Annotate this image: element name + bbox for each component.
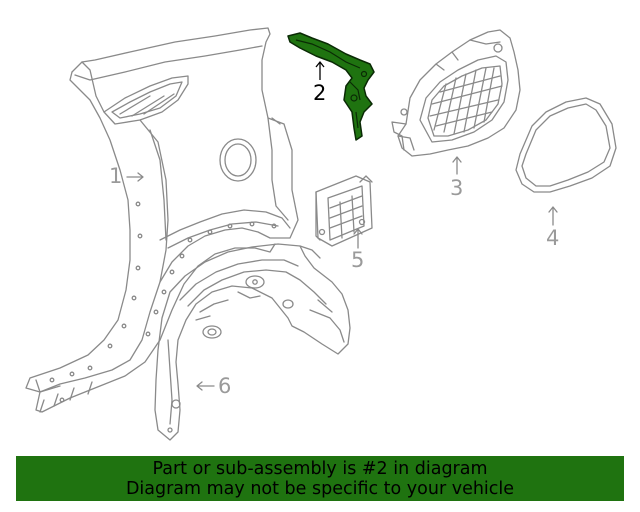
callout-4: 4	[546, 226, 560, 250]
leader-lines	[126, 156, 558, 391]
banner-line-part: Part or sub-assembly is #2 in diagram	[152, 459, 488, 479]
callout-2: 2	[313, 81, 327, 105]
callout-1: 1	[109, 164, 123, 188]
quarter-panel-drawing	[25, 27, 299, 413]
callout-5: 5	[351, 248, 365, 272]
info-banner: Part or sub-assembly is #2 in diagram Di…	[16, 456, 624, 501]
banner-line-disclaimer: Diagram may not be specific to your vehi…	[125, 479, 515, 499]
callout-3: 3	[450, 176, 464, 200]
extension-bracket-drawing	[287, 32, 375, 141]
fuel-door-drawing	[515, 97, 617, 193]
fuel-filler-housing-drawing	[391, 29, 521, 157]
air-vent-drawing	[315, 175, 373, 247]
callout-6: 6	[218, 374, 232, 398]
wheel-liner-drawing	[154, 243, 351, 441]
